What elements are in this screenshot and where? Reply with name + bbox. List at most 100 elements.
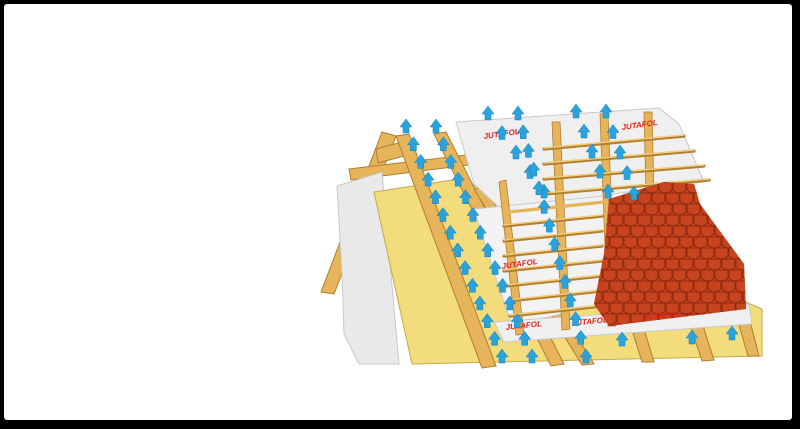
up-arrow-icon	[436, 207, 450, 222]
tile-icon	[742, 269, 746, 282]
tile-icon	[609, 258, 624, 271]
tile-icon	[630, 225, 645, 238]
tile-icon	[644, 247, 659, 260]
tile-icon	[742, 182, 746, 194]
up-arrow-icon	[481, 242, 495, 258]
up-arrow-icon	[414, 153, 428, 169]
up-arrow-icon	[488, 260, 502, 275]
tile-icon	[728, 291, 743, 304]
up-arrow-icon	[537, 199, 551, 214]
tile-icon	[616, 269, 631, 282]
up-arrow-icon	[613, 144, 627, 160]
tile-icon	[707, 214, 722, 227]
tile-icon	[658, 182, 673, 194]
up-arrow-icon	[436, 136, 450, 151]
tile-icon	[750, 237, 763, 248]
tile-icon	[679, 280, 694, 293]
up-arrow-icon	[725, 325, 739, 341]
tile-icon	[651, 236, 666, 249]
tile-icon	[672, 247, 687, 260]
tile-icon	[721, 214, 736, 227]
up-arrow-icon	[480, 313, 494, 328]
tile-icon	[672, 291, 687, 304]
up-arrow-icon	[458, 260, 472, 275]
up-arrow-icon	[558, 273, 572, 289]
tile-icon	[700, 269, 715, 282]
tile-icon	[728, 182, 743, 194]
diagram-panel: JUTAFOL JUTAFOL JUTAFOL JUTAFOL JUTAFOL …	[4, 4, 792, 420]
tile-icon	[721, 280, 736, 293]
tile-icon	[644, 225, 659, 238]
tile-icon	[679, 236, 694, 249]
tile-icon	[665, 236, 680, 249]
tile-icon	[609, 214, 624, 227]
tile-icon	[757, 226, 770, 237]
tile-icon	[637, 258, 652, 271]
tile-icon	[602, 247, 617, 260]
tile-icon	[616, 291, 631, 304]
tile-icon	[630, 203, 645, 216]
tile-icon	[693, 258, 708, 271]
tile-icon	[644, 291, 659, 304]
tile-icon	[757, 204, 770, 215]
tile-icon	[693, 236, 708, 249]
tile-icon	[735, 236, 746, 249]
membrane-label-6: JUTAFOL	[643, 309, 680, 322]
tile-icon	[757, 270, 770, 281]
up-arrow-icon	[495, 125, 509, 140]
tile-icon	[651, 258, 666, 271]
up-arrow-icon	[443, 224, 457, 240]
up-arrow-icon	[569, 103, 583, 119]
tile-icon	[700, 291, 715, 304]
tile-icon	[728, 269, 743, 282]
up-arrow-icon	[601, 183, 615, 199]
up-arrow-icon	[481, 105, 495, 121]
up-arrow-icon	[627, 185, 641, 201]
tile-icon	[735, 192, 746, 205]
up-arrow-icon	[615, 331, 629, 347]
tile-icon	[644, 203, 659, 216]
up-arrow-icon	[585, 143, 599, 159]
tile-icon	[700, 225, 715, 238]
tile-icon	[750, 259, 763, 270]
up-arrow-icon	[518, 330, 532, 346]
up-arrow-icon	[451, 242, 465, 258]
tile-icon	[735, 258, 746, 271]
tile-icon	[602, 291, 617, 304]
up-arrow-icon	[511, 105, 525, 121]
tile-icon	[630, 291, 645, 304]
tile-icon	[707, 280, 722, 293]
up-arrow-icon	[606, 124, 620, 139]
tile-icon	[623, 214, 638, 227]
tile-icon	[637, 192, 652, 205]
tile-icon	[665, 192, 680, 205]
tile-icon	[757, 248, 770, 259]
tile-icon	[742, 291, 746, 304]
up-arrow-icon	[466, 207, 480, 222]
tile-icon	[630, 247, 645, 260]
up-arrow-icon	[599, 103, 613, 119]
up-arrow-icon	[503, 295, 517, 311]
up-arrow-icon	[465, 277, 479, 293]
tile-icon	[721, 192, 736, 205]
tile-icon	[686, 269, 701, 282]
tile-icon	[693, 302, 708, 315]
tile-icon	[686, 291, 701, 304]
tile-icon	[623, 236, 638, 249]
up-arrow-icon	[525, 348, 539, 364]
up-arrow-icon	[495, 348, 509, 364]
tile-icon	[714, 269, 729, 282]
tile-icon	[623, 280, 638, 293]
tile-icon	[658, 225, 673, 238]
tile-icon	[623, 258, 638, 271]
tile-icon	[672, 225, 687, 238]
up-arrow-icon	[532, 180, 546, 196]
tile-icon	[686, 225, 701, 238]
tile-icon	[757, 292, 770, 303]
tile-icon	[750, 193, 763, 204]
up-arrow-icon	[553, 255, 567, 270]
up-arrow-icon	[399, 118, 413, 134]
tile-icon	[665, 280, 680, 293]
up-arrow-icon	[542, 217, 556, 233]
